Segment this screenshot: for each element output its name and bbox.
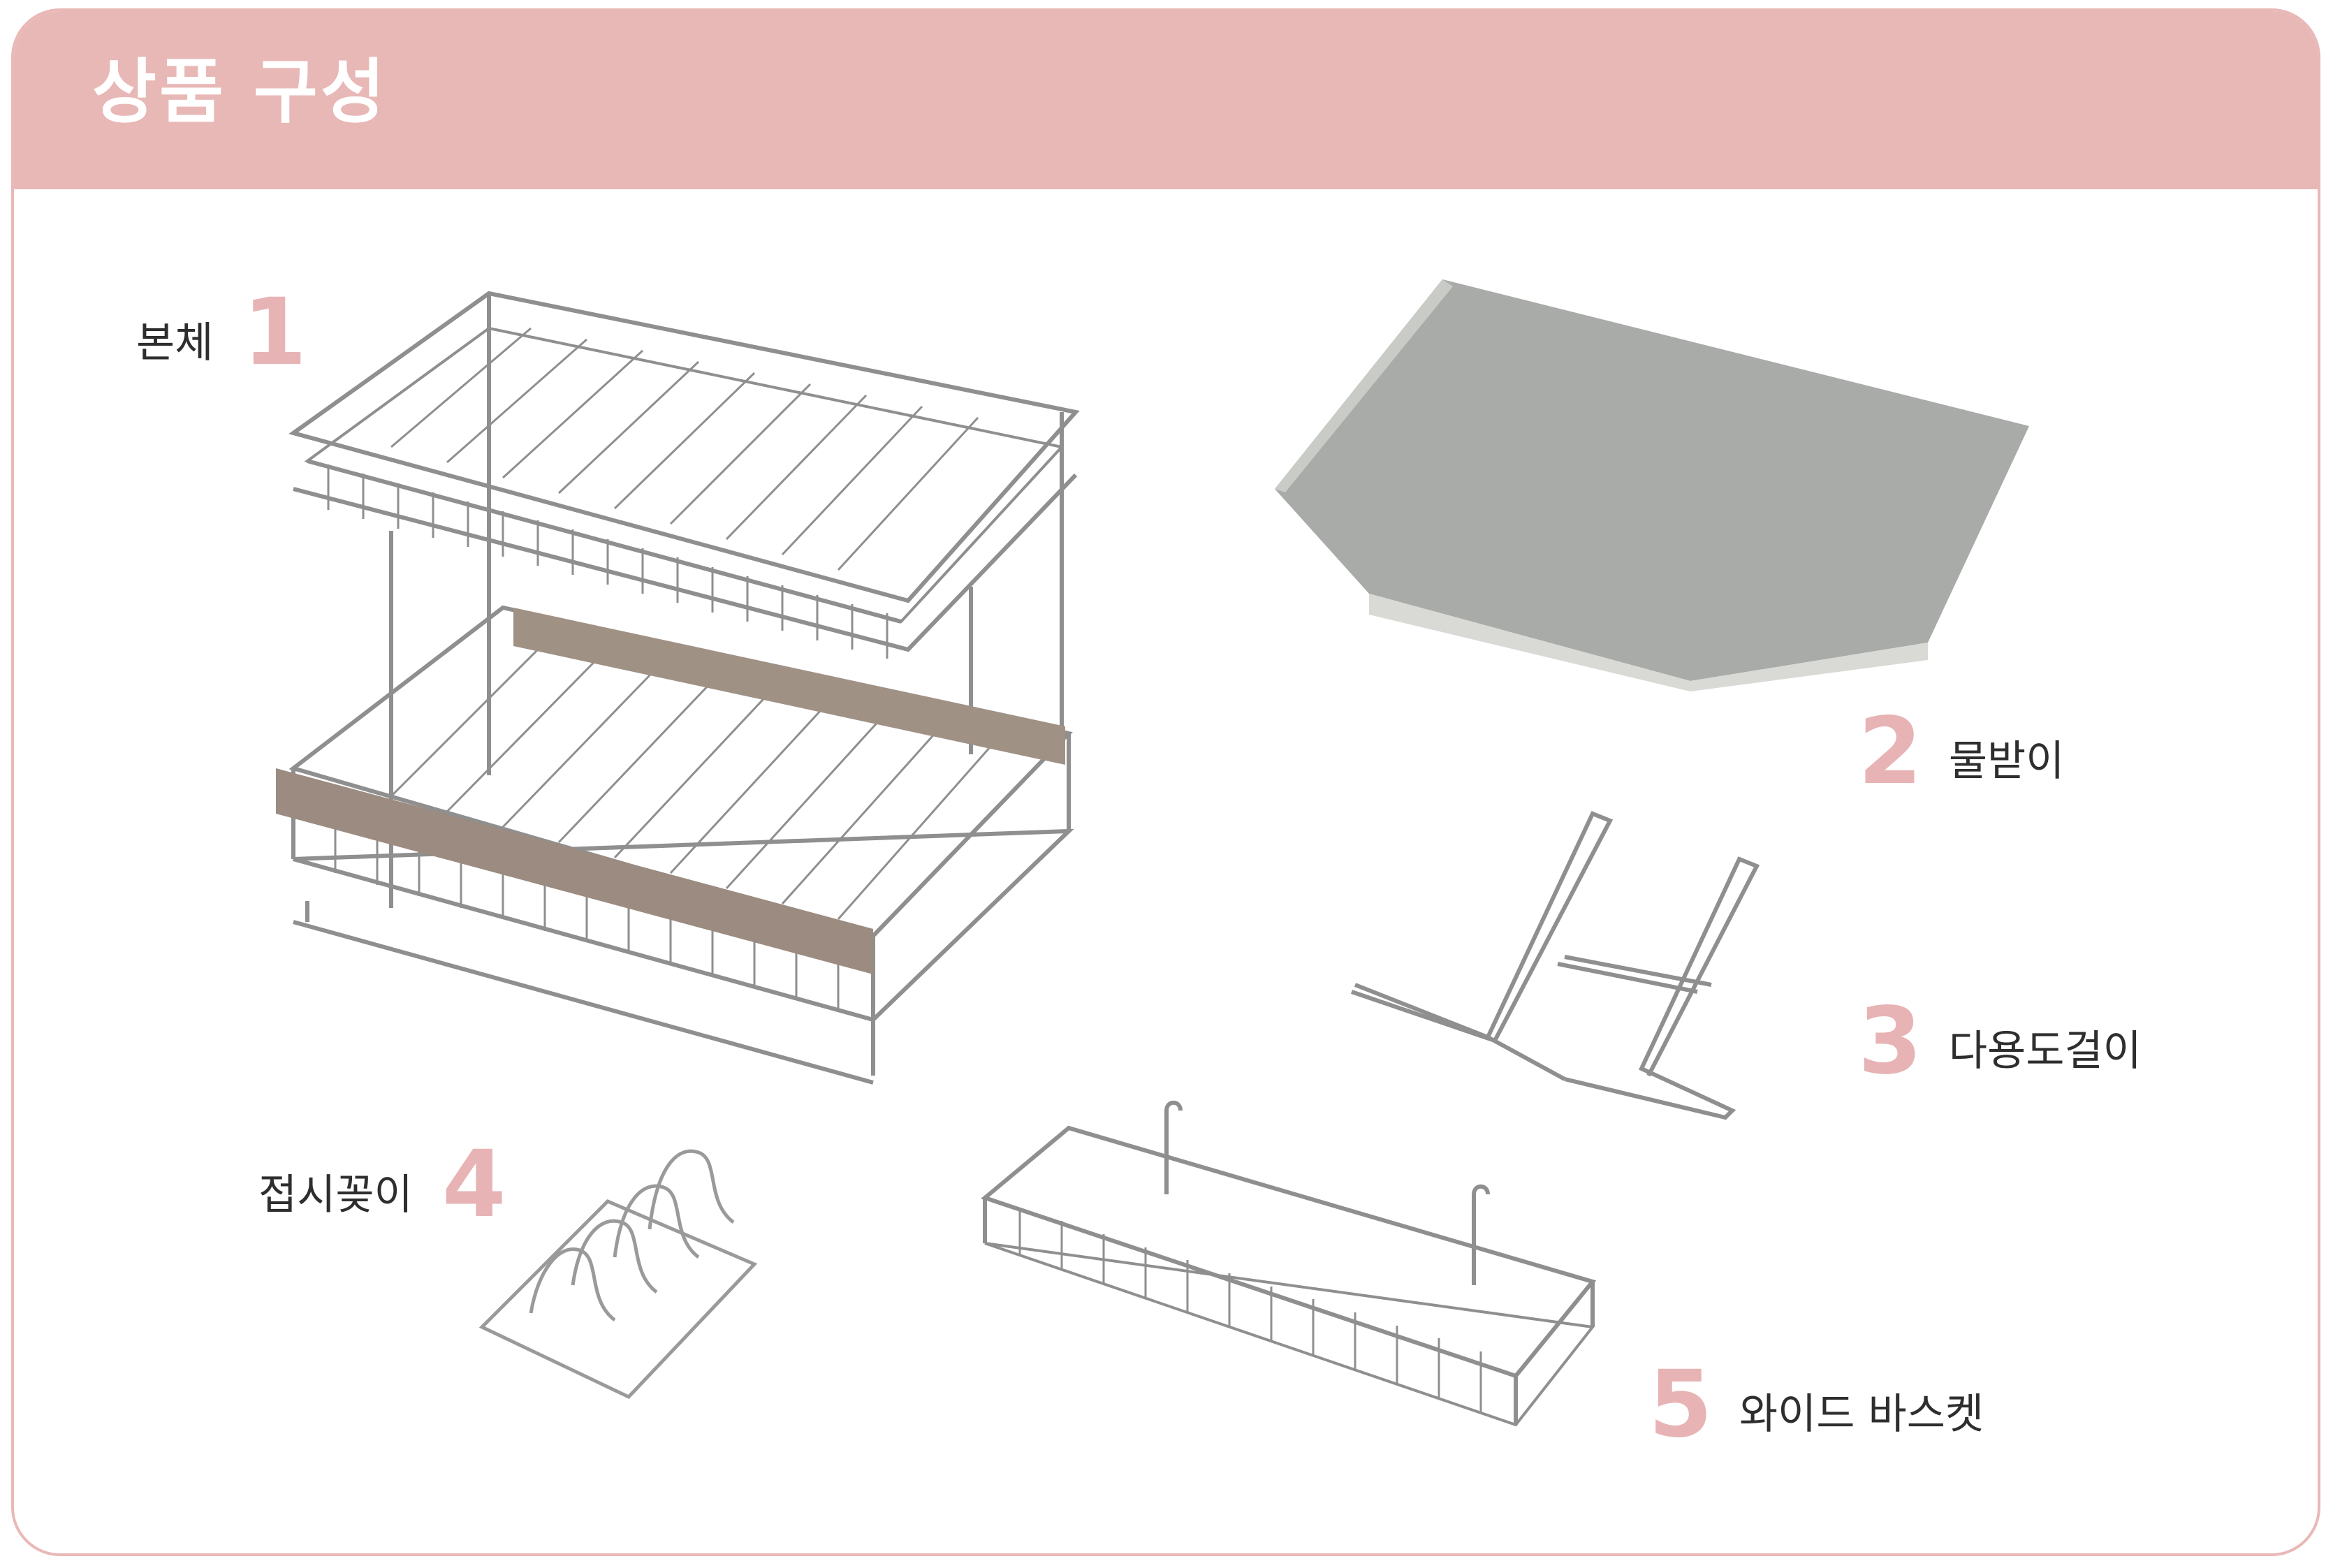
item-2-label: 2 물받이 (1858, 705, 2064, 798)
item-2-name: 물받이 (1948, 737, 2065, 786)
item-4-name: 접시꽂이 (258, 1171, 413, 1219)
multi-purpose-hanger-image (1351, 811, 1760, 1120)
item-1-name: 본체 (136, 318, 214, 367)
item-3-label: 3 다용도걸이 (1858, 995, 2142, 1087)
item-1-label: 본체 1 (136, 286, 307, 379)
rack-front-band (276, 768, 873, 974)
item-5-number: 5 (1648, 1351, 1713, 1458)
item-4-number: 4 (441, 1131, 506, 1238)
rack-back-band (513, 608, 1065, 765)
item-5-name: 와이드 바스켓 (1739, 1390, 1984, 1439)
item-3-name: 다용도걸이 (1948, 1027, 2142, 1076)
item-5-label: 5 와이드 바스켓 (1648, 1358, 1984, 1451)
item-4-label: 접시꽂이 4 (258, 1138, 506, 1231)
plate-holder-image (478, 1149, 758, 1400)
drip-tray-image (1275, 279, 2029, 691)
item-3-number: 3 (1858, 988, 1922, 1095)
wide-basket-image (980, 1100, 1597, 1427)
header-bar: 상품 구성 (14, 11, 2318, 189)
item-2-number: 2 (1858, 698, 1922, 805)
main-body-rack-image (288, 291, 1080, 1085)
product-composition-panel: 상품 구성 (11, 8, 2320, 1556)
page-title: 상품 구성 (92, 51, 388, 133)
item-1-number: 1 (242, 279, 307, 386)
